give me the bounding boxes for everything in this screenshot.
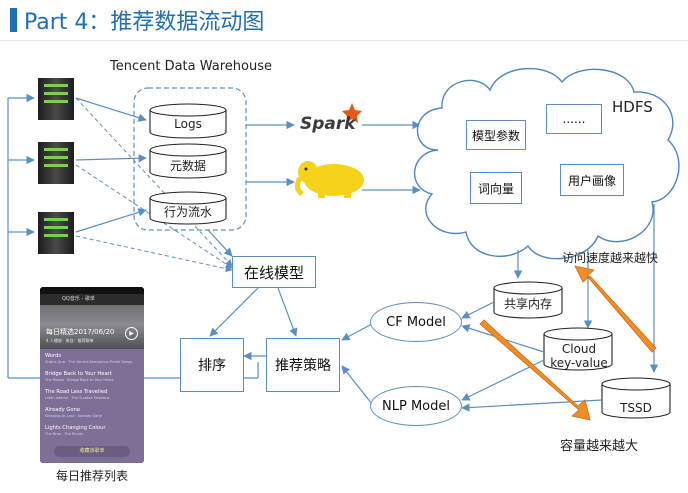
database-cylinder-icon (149, 143, 227, 179)
online-to-decision-arrows (209, 287, 298, 361)
list-item[interactable]: Already Gone Sleeping At Last · Already … (45, 407, 139, 425)
speed-arrow (574, 265, 657, 353)
warehouse-item-metadata: 元数据 (169, 159, 206, 173)
song-title: Bridge Back to Your Heart (45, 371, 112, 377)
playlist-title: 每日精选2017/06/20 (46, 328, 115, 336)
phone-caption: 每日推荐列表 (55, 469, 128, 483)
warehouse-title: Tencent Data Warehouse (110, 59, 273, 74)
song-artist: The Roads · Bridge Back to Your Heart (45, 378, 114, 382)
warehouse-item-logs: Logs (174, 117, 202, 131)
song-title: Already Gone (45, 407, 81, 413)
song-list: Words Status Quo · The Gerard Kemperius … (40, 349, 144, 463)
cloud-shape (414, 67, 680, 260)
database-cylinder-icon (493, 281, 563, 319)
hadoop-elephant-logo (294, 161, 364, 198)
storage-tssd: TSSD (620, 401, 652, 415)
hdfs-title: HDFS (612, 98, 653, 116)
server-icon (38, 78, 74, 120)
phone-screenshot: QQ音乐 - 歌单 每日精选2017/06/20 4 人播放 · 来自：推荐歌单… (40, 287, 144, 463)
phone-header: QQ音乐 - 歌单 (40, 294, 144, 305)
list-item[interactable]: Lights Changing Colour The Bros · The Be… (45, 425, 139, 443)
song-artist: Sleeping At Last · Already Gone (45, 414, 102, 418)
song-title: Lights Changing Colour (45, 425, 106, 431)
online-model-box: 在线模型 (232, 256, 316, 288)
capacity-arrow (479, 319, 591, 421)
database-cylinder-icon (149, 191, 227, 225)
database-cylinder-icon (149, 103, 227, 139)
strategy-box: 推荐策略 (266, 338, 340, 392)
title-accent-bar (10, 8, 17, 32)
ranking-box: 排序 (180, 338, 244, 392)
hdfs-item-model-params: 模型参数 (466, 120, 526, 150)
favorite-playlist-button[interactable]: 收藏该歌单 (54, 446, 130, 457)
playlist-subtitle: 4 人播放 · 来自：推荐歌单 (46, 338, 94, 343)
nlp-model-ellipse: NLP Model (370, 386, 462, 426)
hdfs-to-storage-arrows (513, 204, 659, 373)
warehouse-to-online-arrow (207, 229, 233, 257)
hdfs-item-user-profile: 用户画像 (560, 164, 624, 196)
song-title: The Road Less Travelled (45, 389, 108, 395)
storage-shared-memory: 共享内存 (503, 297, 552, 311)
song-artist: Status Quo · The Gerard Kemperius Pirate… (45, 360, 133, 364)
cf-model-ellipse: CF Model (370, 302, 462, 342)
list-item[interactable]: Bridge Back to Your Heart The Roads · Br… (45, 371, 139, 389)
server-icon (38, 212, 74, 254)
song-artist: Lilian Adams · The Sundae Sessions (45, 396, 110, 400)
hdfs-item-word-vectors: 词向量 (470, 172, 522, 204)
database-cylinder-icon (601, 377, 671, 419)
playlist-hero: 每日精选2017/06/20 4 人播放 · 来自：推荐歌单 ▶ (40, 305, 144, 349)
warehouse-to-engine-arrows (246, 120, 421, 195)
list-item[interactable]: Words Status Quo · The Gerard Kemperius … (45, 353, 139, 371)
song-title: Words (45, 353, 62, 359)
warehouse-item-behavior-stream: 行为流水 (163, 205, 212, 219)
spark-wordmark: Spark (300, 114, 356, 134)
speed-annotation: 访问速度越来越快 (562, 251, 659, 265)
phone-status-bar (40, 287, 144, 294)
song-artist: The Bros · The Bends (45, 432, 84, 436)
server-icon (38, 142, 74, 184)
page-title: Part 4：推荐数据流动图 (24, 10, 265, 35)
hdfs-item-more: ...... (546, 104, 602, 134)
warehouse-container (133, 87, 247, 231)
capacity-annotation: 容量越来越大 (560, 439, 639, 454)
spark-logo (342, 103, 362, 123)
database-cylinder-icon (543, 327, 613, 371)
play-icon[interactable]: ▶ (125, 327, 138, 340)
storage-cloud-kv: Cloud key-value (550, 342, 608, 370)
title-divider (0, 40, 688, 41)
list-item[interactable]: The Road Less Travelled Lilian Adams · T… (45, 389, 139, 407)
server-to-warehouse-arrows (75, 97, 147, 233)
